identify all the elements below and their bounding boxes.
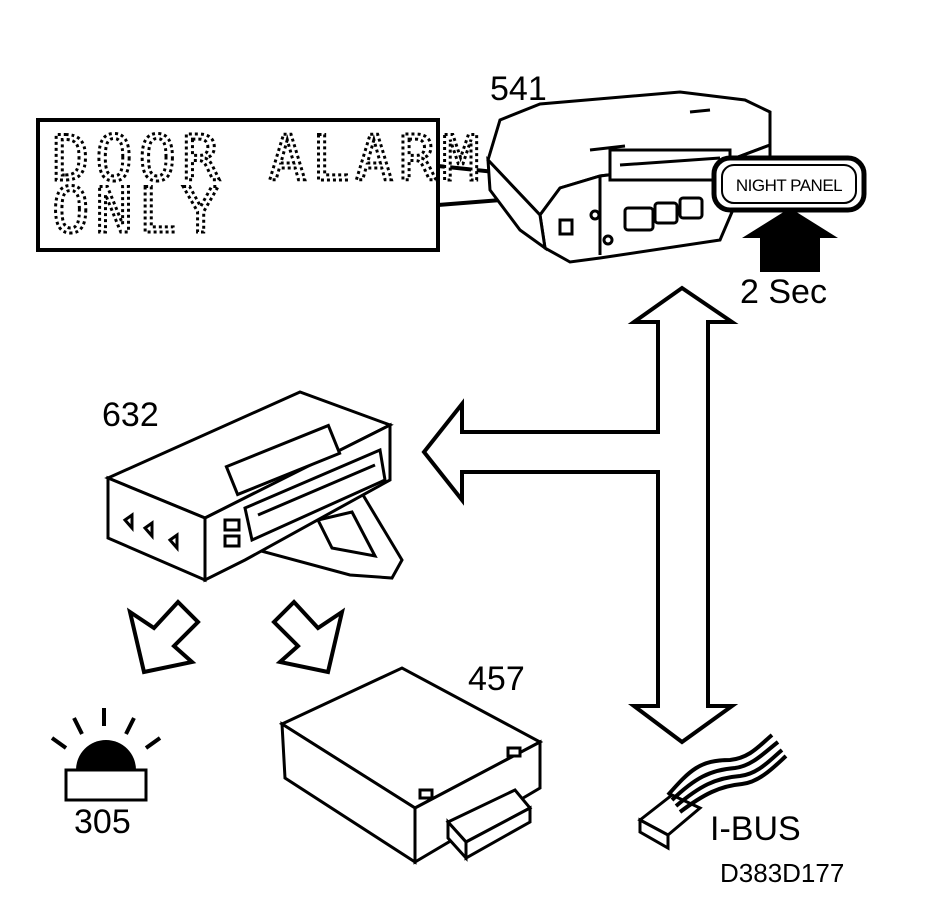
night-panel-label: NIGHT PANEL — [736, 176, 842, 195]
ibus-connector — [637, 733, 788, 851]
warning-lamp-305 — [50, 708, 162, 802]
label-632: 632 — [102, 396, 159, 434]
output-arrow-right-icon — [271, 599, 346, 675]
display-line-2: ONLY — [52, 174, 225, 247]
bus-arrow-icon — [421, 285, 739, 745]
press-duration-label: 2 Sec — [740, 273, 827, 311]
display-line-1: DOOR ALARM — [52, 122, 485, 195]
siren-module-457 — [278, 666, 544, 865]
press-arrow-icon — [742, 208, 838, 272]
label-457: 457 — [468, 660, 525, 698]
figure-code: D383D177 — [720, 858, 844, 888]
night-panel-button: NIGHT PANEL — [711, 155, 867, 213]
label-305: 305 — [74, 803, 131, 841]
label-541: 541 — [490, 70, 547, 108]
output-arrow-left-icon — [126, 599, 201, 675]
control-module-632 — [104, 390, 404, 583]
ibus-label: I-BUS — [710, 810, 801, 848]
